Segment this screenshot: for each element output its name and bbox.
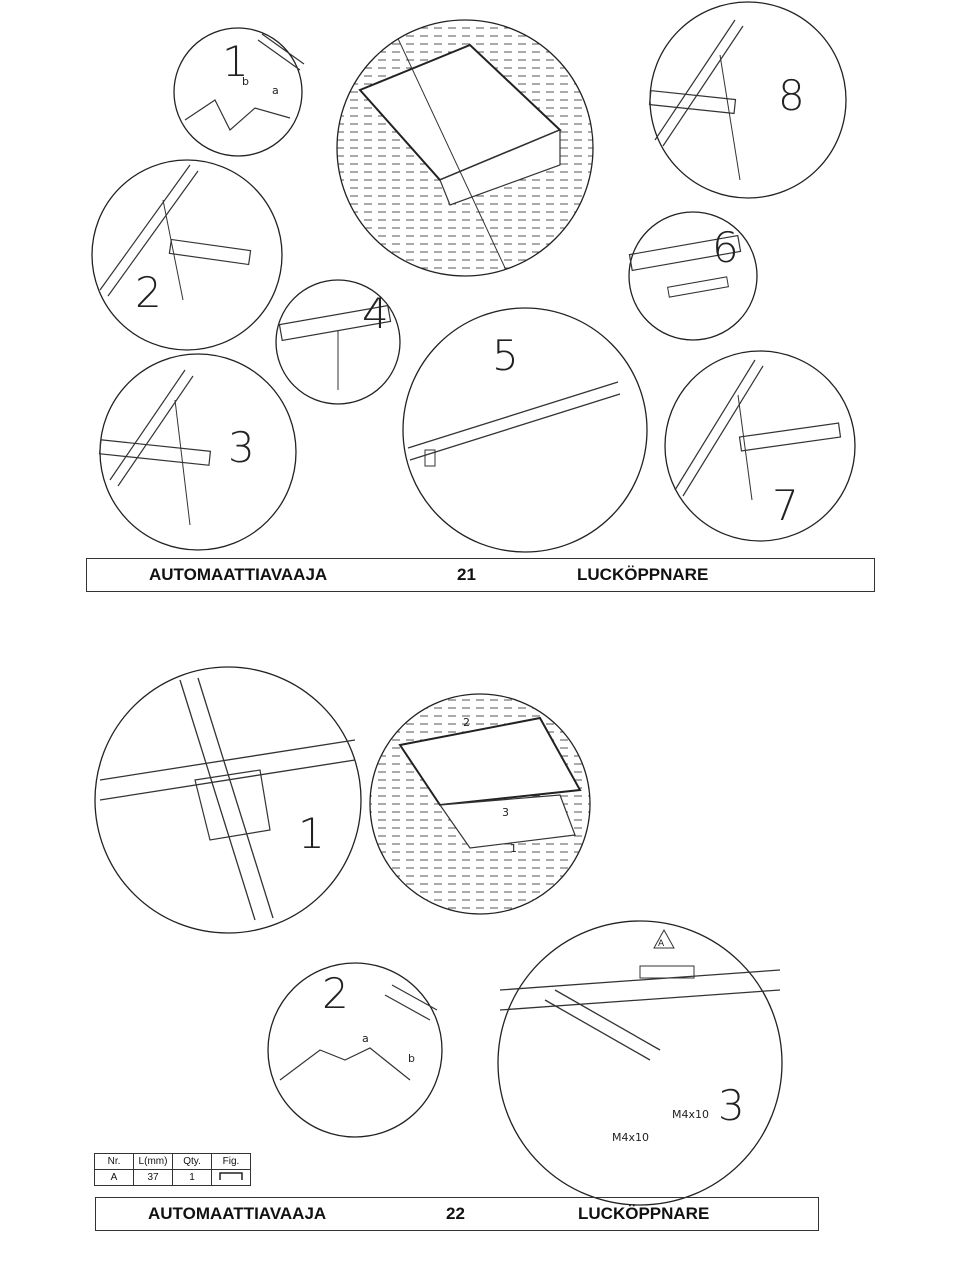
detail-2-circle: 2 <box>91 159 283 351</box>
part-label-3: 3 <box>502 806 509 819</box>
p22-detail-2-circle: 2 a b <box>267 962 443 1138</box>
step-6-label: 6 <box>712 223 739 272</box>
page21-left-label: AUTOMAATTIAVAAJA <box>149 565 328 584</box>
part-label-2: 2 <box>463 716 470 729</box>
page22-page-number: 22 <box>446 1204 465 1223</box>
parts-table: Nr. L(mm) Qty. Fig. A 37 1 <box>94 1153 251 1186</box>
step-1-label: 1 <box>222 37 249 86</box>
page21-footer: AUTOMAATTIAVAAJA 21 LUCKÖPPNARE <box>86 558 875 592</box>
p22-vent-window-overview: 2 3 1 <box>369 693 591 915</box>
detail-5-circle: 5 <box>402 307 648 553</box>
part-label-1: 1 <box>510 842 517 855</box>
step-4-label: 4 <box>362 289 389 338</box>
detail-3-circle: 3 <box>98 353 297 551</box>
p22-detail-1-circle: 1 <box>94 666 362 934</box>
detail-8-circle: 8 <box>648 1 847 199</box>
p22-callout-a: a <box>362 1032 369 1045</box>
callout-a: a <box>272 84 279 97</box>
detail-7-circle: 7 <box>664 350 856 542</box>
page22-right-label: LUCKÖPPNARE <box>578 1204 710 1223</box>
p22-step-1-label: 1 <box>298 809 325 858</box>
parts-header-length: L(mm) <box>133 1153 173 1170</box>
parts-row: A 37 1 <box>94 1169 251 1186</box>
detail-6-circle: 6 <box>628 211 758 341</box>
p22-step-3-label: 3 <box>718 1081 745 1130</box>
parts-cell-nr: A <box>94 1169 134 1186</box>
page21-right-label: LUCKÖPPNARE <box>577 565 709 584</box>
detail-1-circle: 1 b a <box>173 27 305 157</box>
page21-diagrams: 1 b a 2 3 4 <box>91 1 856 553</box>
bolt-label-right: M4x10 <box>672 1108 709 1121</box>
step-3-label: 3 <box>228 423 255 472</box>
bracket-figure-icon <box>219 1172 243 1180</box>
step-7-label: 7 <box>772 481 799 530</box>
parts-header-qty: Qty. <box>172 1153 212 1170</box>
p22-callout-b: b <box>408 1052 415 1065</box>
step-5-label: 5 <box>492 331 519 380</box>
detail-4-circle: 4 <box>275 279 401 405</box>
step-8-label: 8 <box>778 71 805 120</box>
page21-page-number: 21 <box>457 565 476 584</box>
vent-window-overview <box>336 19 594 277</box>
parts-header-fig: Fig. <box>211 1153 251 1170</box>
page22-footer: AUTOMAATTIAVAAJA 22 LUCKÖPPNARE <box>95 1197 819 1231</box>
step-2-label: 2 <box>135 268 162 317</box>
page22-left-label: AUTOMAATTIAVAAJA <box>148 1204 327 1223</box>
p22-step-2-label: 2 <box>322 969 349 1018</box>
parts-cell-qty: 1 <box>172 1169 212 1186</box>
page22-diagrams: 1 2 3 1 2 a b A <box>94 666 783 1206</box>
callout-b: b <box>242 75 249 88</box>
parts-cell-fig <box>211 1169 251 1186</box>
bolt-label-left: M4x10 <box>612 1131 649 1144</box>
parts-header-nr: Nr. <box>94 1153 134 1170</box>
p22-detail-3-circle: A M4x10 M4x10 3 <box>497 920 783 1206</box>
parts-cell-length: 37 <box>133 1169 173 1186</box>
part-marker-a: A <box>658 939 665 949</box>
